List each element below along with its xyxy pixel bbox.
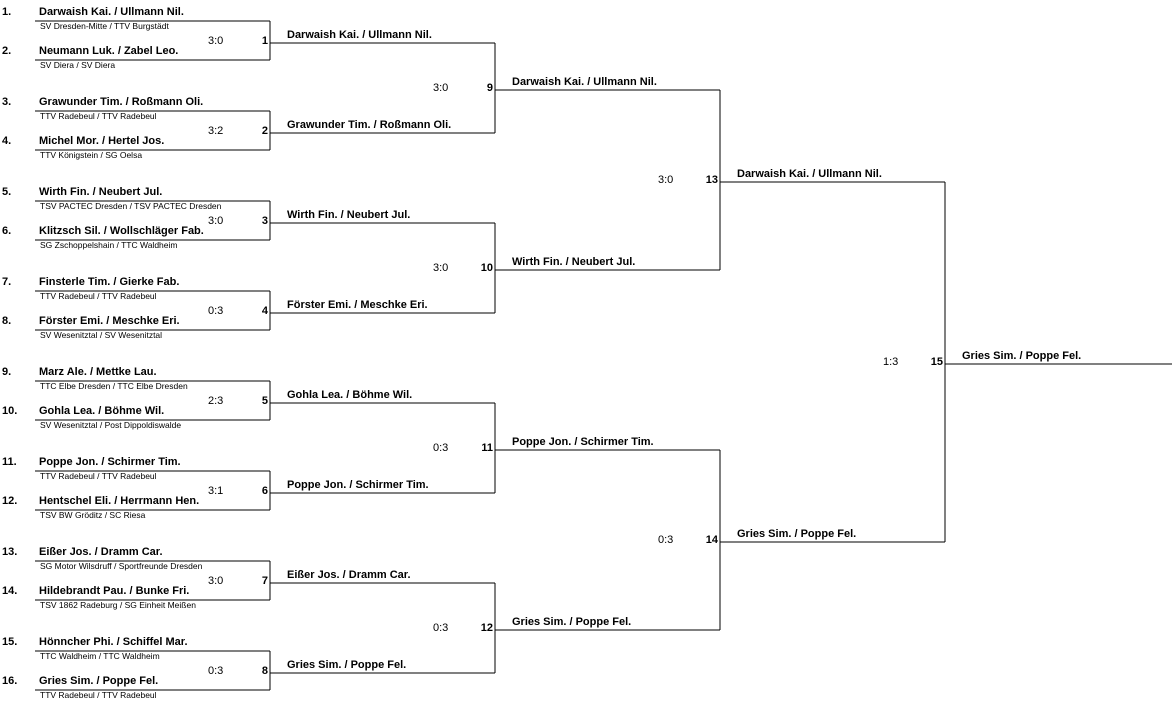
match-winner: Gries Sim. / Poppe Fel. [512,616,632,628]
match-score: 0:3 [208,665,224,677]
match-winner: Darwaish Kai. / Ullmann Nil. [287,29,432,41]
match-score: 3:0 [208,35,224,47]
seed-number: 10. [2,405,18,417]
match-score: 0:3 [433,442,449,454]
match-score: 3:0 [433,262,449,274]
seed-number: 12. [2,495,18,507]
player-name: Wirth Fin. / Neubert Jul. [39,186,163,198]
player-name: Förster Emi. / Meschke Eri. [39,315,180,327]
match-number: 2 [261,125,268,137]
player-club: TTV Radebeul / TTV Radebeul [40,291,157,301]
match-number: 9 [486,82,493,94]
match-score: 3:0 [208,215,224,227]
match-number: 5 [261,395,268,407]
match-number: 15 [930,356,943,368]
player-name: Gohla Lea. / Böhme Wil. [39,405,165,417]
match-score: 3:1 [208,485,224,497]
match-winner: Gohla Lea. / Böhme Wil. [287,389,413,401]
match-number: 3 [261,215,268,227]
player-name: Klitzsch Sil. / Wollschläger Fab. [39,225,204,237]
match-score: 0:3 [433,622,449,634]
match-winner: Darwaish Kai. / Ullmann Nil. [737,168,882,180]
seed-number: 2. [2,45,12,57]
player-name: Eißer Jos. / Dramm Car. [39,546,163,558]
match-winner: Gries Sim. / Poppe Fel. [737,528,857,540]
player-name: Finsterle Tim. / Gierke Fab. [39,276,180,288]
seed-number: 14. [2,585,18,597]
player-name: Grawunder Tim. / Roßmann Oli. [39,96,204,108]
match-score: 0:3 [208,305,224,317]
player-name: Michel Mor. / Hertel Jos. [39,135,165,147]
seed-number: 16. [2,675,18,687]
match-winner: Poppe Jon. / Schirmer Tim. [287,479,429,491]
match-score: 3:0 [433,82,449,94]
player-club: SV Wesenitztal / Post Dippoldiswalde [40,420,182,430]
match-score: 3:0 [658,174,674,186]
player-name: Hentschel Eli. / Herrmann Hen. [39,495,200,507]
player-name: Gries Sim. / Poppe Fel. [39,675,159,687]
match-number: 4 [261,305,268,317]
match-score: 1:3 [883,356,899,368]
match-number: 7 [261,575,268,587]
player-name: Neumann Luk. / Zabel Leo. [39,45,179,57]
player-club: SV Dresden-Mitte / TTV Burgstädt [40,21,169,31]
match-number: 14 [705,534,718,546]
player-club: TTV Königstein / SG Oelsa [40,150,143,160]
match-score: 3:2 [208,125,224,137]
player-club: TSV BW Gröditz / SC Riesa [40,510,146,520]
match-number: 12 [480,622,493,634]
match-winner: Gries Sim. / Poppe Fel. [962,350,1082,362]
seed-number: 3. [2,96,12,108]
match-winner: Poppe Jon. / Schirmer Tim. [512,436,654,448]
player-club: TTV Radebeul / TTV Radebeul [40,690,157,700]
match-winner: Grawunder Tim. / Roßmann Oli. [287,119,452,131]
player-club: SV Diera / SV Diera [40,60,116,70]
player-club: SG Zschoppelshain / TTC Waldheim [40,240,178,250]
match-number: 6 [261,485,268,497]
seed-number: 5. [2,186,12,198]
match-winner: Wirth Fin. / Neubert Jul. [287,209,411,221]
seed-number: 6. [2,225,12,237]
player-name: Hönncher Phi. / Schiffel Mar. [39,636,188,648]
match-winner: Eißer Jos. / Dramm Car. [287,569,411,581]
match-winner: Wirth Fin. / Neubert Jul. [512,256,636,268]
seed-number: 1. [2,6,12,18]
seed-number: 11. [2,456,17,468]
match-number: 10 [480,262,493,274]
player-club: TSV 1862 Radeburg / SG Einheit Meißen [40,600,196,610]
player-club: SV Wesenitztal / SV Wesenitztal [40,330,163,340]
seed-number: 4. [2,135,12,147]
player-club: TTV Radebeul / TTV Radebeul [40,471,157,481]
player-name: Hildebrandt Pau. / Bunke Fri. [39,585,190,597]
match-score: 3:0 [208,575,224,587]
match-number: 8 [261,665,268,677]
match-score: 0:3 [658,534,674,546]
seed-number: 8. [2,315,12,327]
seed-number: 15. [2,636,18,648]
player-name: Poppe Jon. / Schirmer Tim. [39,456,181,468]
match-number: 13 [705,174,718,186]
seed-number: 13. [2,546,18,558]
match-number: 1 [261,35,268,47]
player-name: Marz Ale. / Mettke Lau. [39,366,157,378]
match-score: 2:3 [208,395,224,407]
match-winner: Darwaish Kai. / Ullmann Nil. [512,76,657,88]
match-number: 11 [481,442,493,454]
player-club: TSV PACTEC Dresden / TSV PACTEC Dresden [40,201,222,211]
player-club: SG Motor Wilsdruff / Sportfreunde Dresde… [40,561,203,571]
player-club: TTV Radebeul / TTV Radebeul [40,111,157,121]
player-club: TTC Elbe Dresden / TTC Elbe Dresden [40,381,188,391]
player-club: TTC Waldheim / TTC Waldheim [40,651,160,661]
seed-number: 7. [2,276,12,288]
match-winner: Förster Emi. / Meschke Eri. [287,299,428,311]
match-winner: Gries Sim. / Poppe Fel. [287,659,407,671]
player-name: Darwaish Kai. / Ullmann Nil. [39,6,184,18]
seed-number: 9. [2,366,12,378]
